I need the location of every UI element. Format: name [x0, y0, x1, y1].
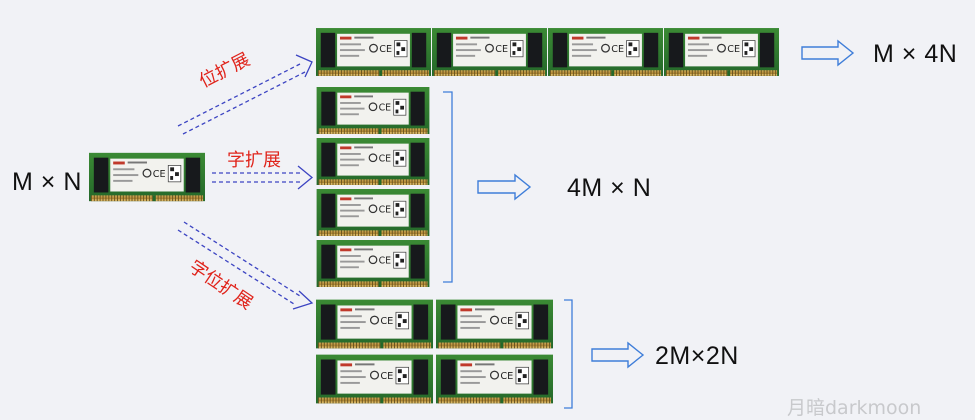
- bit-extension-modules: [316, 28, 779, 76]
- wordbit-bracket: [564, 299, 573, 409]
- word-ram-module: [316, 189, 430, 236]
- wordbit-extension-arrow: [177, 221, 314, 310]
- source-ram-module: [89, 152, 205, 202]
- word-ram-module: [316, 87, 430, 134]
- bit-ram-module: [432, 28, 547, 76]
- watermark: 月暗darkmoon: [787, 397, 922, 419]
- word-extension-arrow: [212, 165, 314, 190]
- wordbit-ram-module: [436, 299, 553, 349]
- word-result-arrow: [477, 173, 532, 201]
- wordbit-result-arrow: [591, 341, 645, 369]
- bit-ram-module: [548, 28, 663, 76]
- wordbit-ram-module: [316, 299, 433, 349]
- source-dimension-label: M × N: [12, 168, 82, 196]
- word-extension-modules: [316, 87, 430, 287]
- wordbit-extension-modules: [316, 299, 553, 404]
- bit-result-arrow: [801, 39, 855, 67]
- bit-extension-arrow: [177, 54, 313, 135]
- bit-result-label: M × 4N: [873, 40, 958, 68]
- word-extension-label: 字扩展: [227, 150, 281, 171]
- wordbit-result-label: 2M×2N: [655, 342, 739, 370]
- word-ram-module: [316, 138, 430, 185]
- word-bracket: [443, 91, 453, 283]
- bit-ram-module: [316, 28, 431, 76]
- word-result-label: 4M × N: [567, 174, 652, 202]
- word-ram-module: [316, 240, 430, 287]
- wordbit-ram-module: [316, 354, 433, 404]
- bit-ram-module: [664, 28, 779, 76]
- wordbit-ram-module: [436, 354, 553, 404]
